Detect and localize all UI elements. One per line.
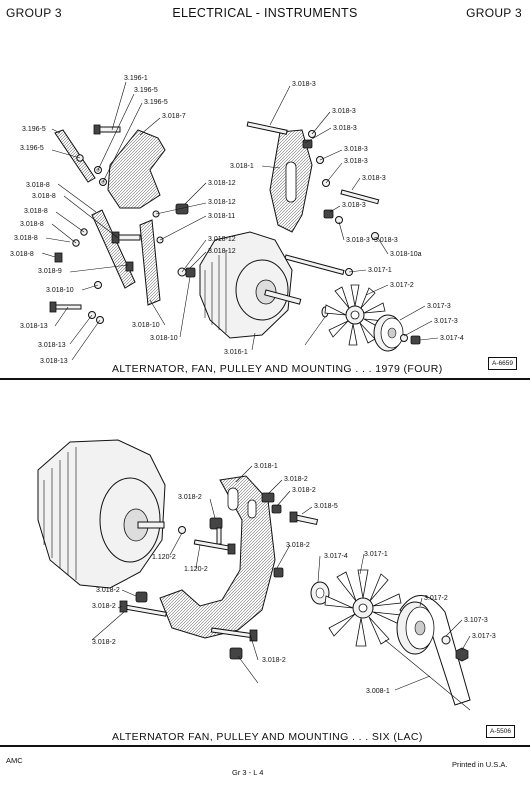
adjusting-strap [91,209,136,289]
callout: 3.018-10 [132,322,160,329]
callout: 3.017-4 [440,335,464,342]
callout: 3.018-3 [333,125,357,132]
callout: 3.018-13 [20,323,48,330]
callout: 3.018-12 [208,236,236,243]
callout: 3.018-8 [26,182,50,189]
callout: 3.018-12 [208,248,236,255]
callout: 3.018-12 [208,199,236,206]
mounting-bracket-3018-1 [159,475,276,639]
callout: 3.018-1 [230,163,254,170]
callout: 3.018-3 [332,108,356,115]
callout: 3.018-10 [150,335,178,342]
callout: 3.196-5 [144,99,168,106]
callout: 3.018-2 [96,587,120,594]
fan-3017-1 [324,569,402,647]
callout: 3.018-5 [314,503,338,510]
callout: 3.017-2 [424,595,448,602]
callout: 3.018-3 [362,175,386,182]
callout: 3.018-2 [284,476,308,483]
callout: 3.018-2 [92,603,116,610]
callout: 3.018-2 [178,494,202,501]
figure1-id: A-6659 [488,357,517,370]
callout: 3.018-8 [32,193,56,200]
callout: 3.017-4 [324,553,348,560]
callout: 3.018-3 [374,237,398,244]
callout: 3.018-13 [38,342,66,349]
callout: 3.018-2 [92,639,116,646]
callout: 3.018-3 [344,146,368,153]
footer-divider [0,745,530,747]
callout: 3.018-8 [14,235,38,242]
figure2-id: A-5506 [486,725,515,738]
callout: 3.196-5 [134,87,158,94]
callout: 3.017-2 [390,282,414,289]
lower-strap [139,219,161,306]
callout: 3.018-8 [10,251,34,258]
bolt-3018-8 [54,252,63,263]
callout: 3.017-3 [427,303,451,310]
callout: 3.018-7 [162,113,186,120]
callout: 3.018-8 [20,221,44,228]
callout: 3.018-10a [390,251,422,258]
bolt-3196-1 [97,126,121,133]
callout: 3.018-8 [24,208,48,215]
callout: 3.018-12 [208,180,236,187]
callout: 3.017-1 [364,551,388,558]
callout: 3.018-2 [262,657,286,664]
callout: 3.196-1 [124,75,148,82]
callout: 3.008-1 [366,688,390,695]
callout: 3.018-13 [40,358,68,365]
header-group-left: GROUP 3 [6,6,62,20]
callout: 3.018-3 [342,202,366,209]
callout: 3.196-5 [22,126,46,133]
header-group-right: GROUP 3 [466,6,522,20]
callout: 3.017-1 [368,267,392,274]
callout: 1.120-2 [152,554,176,561]
callout: 3.018-10 [46,287,74,294]
callout: 3.018-9 [38,268,62,275]
callout: 3.016-1 [224,349,248,356]
long-bolt-3018-10a [284,254,345,276]
callout: 3.017-3 [434,318,458,325]
footer-printed: Printed in U.S.A. [452,760,508,769]
callout: 3.018-2 [286,542,310,549]
callout: 3.018-3 [344,158,368,165]
footer-page-ref: Gr 3 - L 4 [232,768,264,777]
figure1-drawing: 3.196-1 3.196-5 3.196-5 3.018-7 3.196-5 … [10,75,464,365]
header-title: ELECTRICAL - INSTRUMENTS [172,6,358,20]
figure2-caption: ALTERNATOR FAN, PULLEY AND MOUNTING . . … [112,731,423,743]
callout: 3.018-2 [292,487,316,494]
callout: 3.018-3 [346,237,370,244]
callout: 3.107-3 [464,617,488,624]
footer-brand: AMC [6,756,23,765]
section-divider [0,378,530,380]
callout: 3.017-3 [472,633,496,640]
nut-3018-12 [175,203,189,215]
callout: 1.120-2 [184,566,208,573]
callout: 3.196-5 [20,145,44,152]
upper-bracket [107,129,166,209]
callout: 3.018-11 [208,213,235,220]
callout: 3.018-1 [254,463,278,470]
strap [54,129,96,183]
figure1-caption: ALTERNATOR, FAN, PULLEY AND MOUNTING . .… [112,363,443,375]
figure2-drawing: 3.018-1 3.018-2 3.018-2 3.018-2 3.018-5 … [37,439,496,711]
callout: 3.018-3 [292,81,316,88]
